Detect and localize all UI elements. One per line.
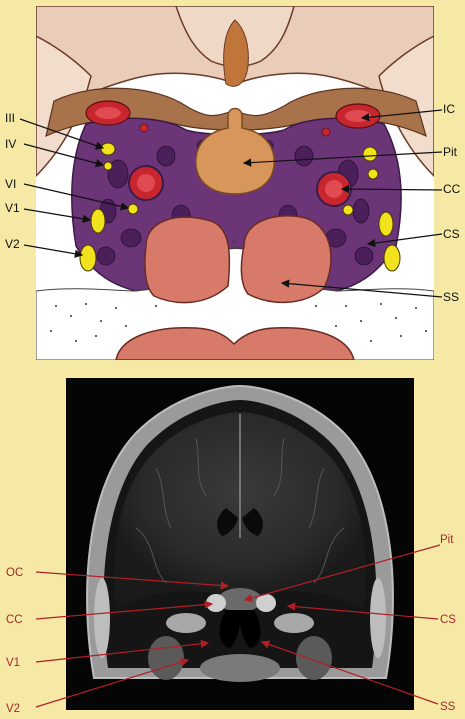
coronal-diagram-panel	[36, 6, 434, 360]
label-VI: VI	[5, 177, 16, 191]
coronal-diagram	[36, 6, 434, 360]
label-V1: V1	[5, 201, 20, 215]
mri-label-SS: SS	[440, 701, 456, 713]
label-IC: IC	[443, 102, 455, 116]
label-CS: CS	[443, 227, 460, 241]
sphenoid-sinus-right	[241, 216, 331, 303]
temporalis-right	[370, 578, 386, 658]
mri-label-V1: V1	[6, 657, 20, 669]
mri-panel	[66, 378, 414, 710]
label-Pit: Pit	[443, 145, 458, 159]
mri-label-CS: CS	[440, 614, 456, 626]
top-labels-left: III IV VI V1 V2	[5, 111, 20, 251]
label-SS: SS	[443, 290, 459, 304]
label-CC: CC	[443, 182, 461, 196]
mri-label-OC: OC	[6, 567, 23, 579]
temporalis-left	[94, 578, 110, 658]
sphenoid-sinus-left	[145, 217, 229, 302]
cavernous-sinus-bright-right	[256, 594, 276, 612]
mri-labels-right: Pit CS SS	[440, 534, 456, 713]
mri-labels-left: OC CC V1 V2	[6, 567, 23, 715]
label-III: III	[5, 111, 15, 125]
cavernous-sinus-bright-left	[206, 594, 226, 612]
mri-label-CC: CC	[6, 614, 23, 626]
mri-image	[66, 378, 414, 710]
mri-label-Pit: Pit	[440, 534, 454, 546]
mri-label-V2: V2	[6, 703, 20, 715]
label-IV: IV	[5, 137, 16, 151]
label-V2: V2	[5, 237, 20, 251]
top-labels-right: IC Pit CC CS SS	[443, 102, 461, 304]
